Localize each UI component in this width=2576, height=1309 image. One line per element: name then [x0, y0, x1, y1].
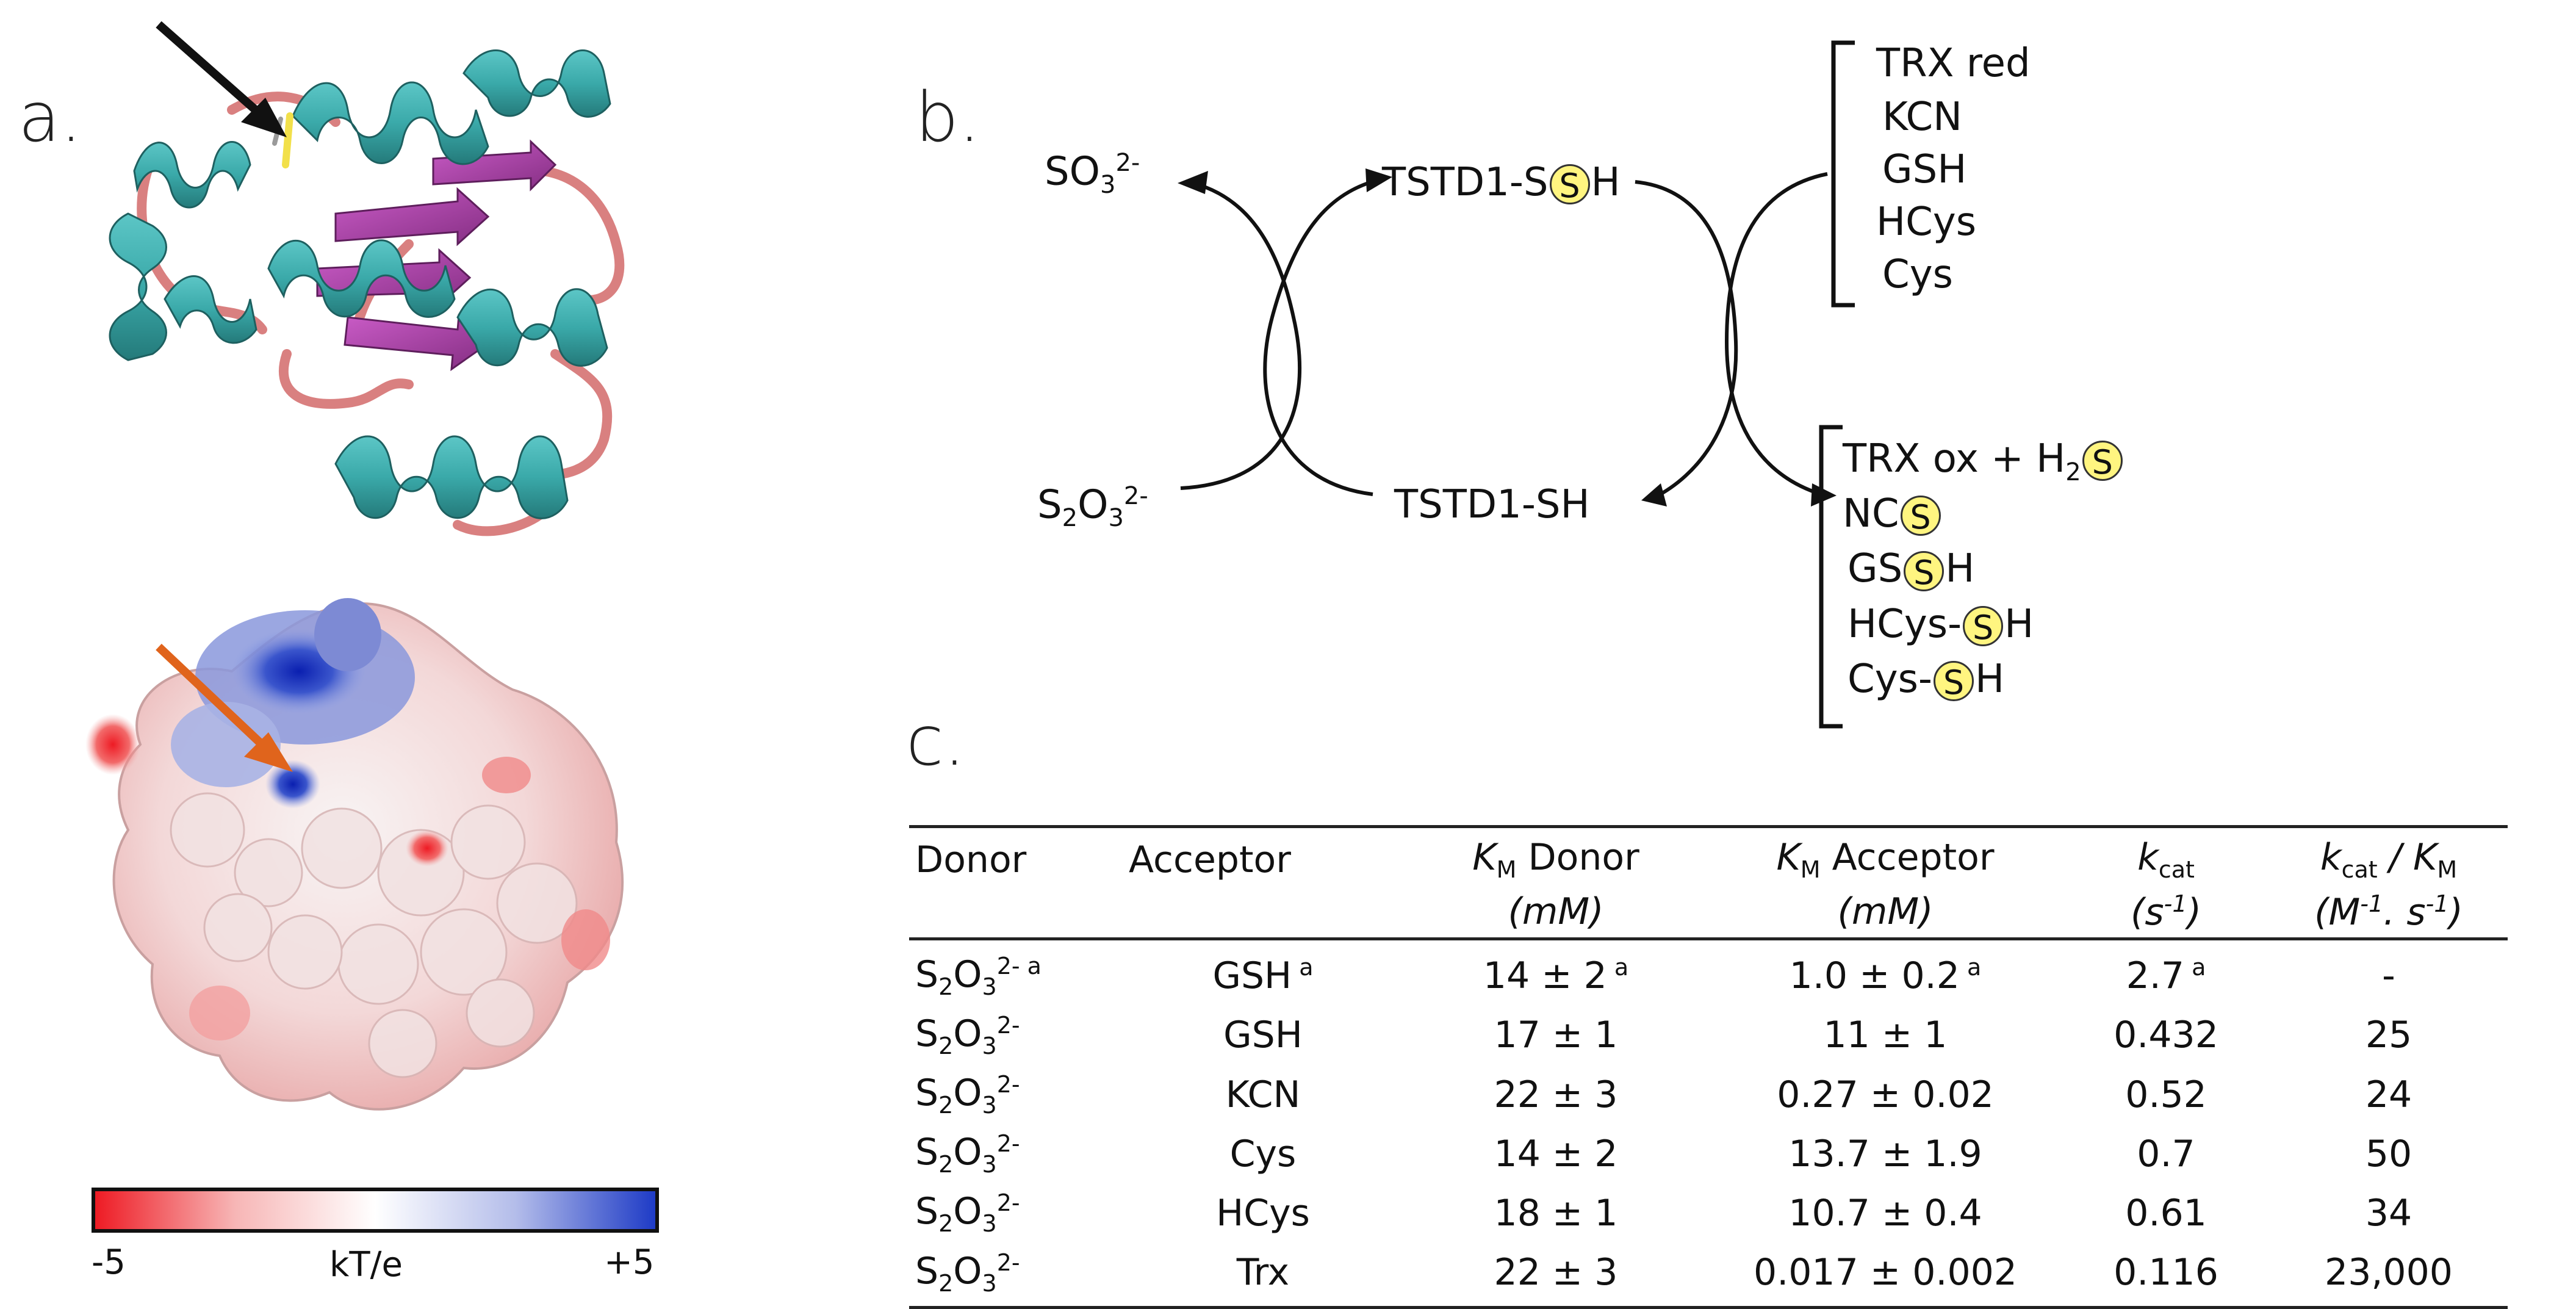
cell-kcat: 0.61 [2125, 1192, 2207, 1235]
acceptor-item: Cys [1882, 252, 1953, 297]
sulfane-sulfur-badge: S [1549, 164, 1590, 205]
cell-km-donor: 22 ± 3 [1494, 1073, 1618, 1116]
cell-km-acceptor: 0.27 ± 0.02 [1777, 1073, 1994, 1116]
active-site-arrow-black [156, 21, 287, 137]
tstd1-thiol: TSTD1-SH [1394, 482, 1590, 527]
col-header-donor: Donor [915, 838, 1027, 881]
cell-acceptor: GSH [1223, 1014, 1303, 1057]
cell-km-donor: 14 ± 2 a [1483, 954, 1629, 998]
cell-kcat-km: 23,000 [2270, 1242, 2508, 1309]
panel-label-b: b. [915, 78, 980, 157]
cell-kcat: 0.116 [2062, 1242, 2270, 1309]
col-header-kcat: kcat [2137, 836, 2195, 883]
cell-acceptor: GSH a [1212, 954, 1314, 998]
cell-kcat: 0.52 [2125, 1073, 2207, 1116]
sulfane-sulfur-badge: S [2082, 441, 2123, 481]
cell-donor: S2O32- [915, 1189, 1020, 1238]
scale-max-label: +5 [604, 1242, 655, 1282]
table-row: S2O32- KCN 22 ± 3 0.27 ± 0.02 0.52 24 [909, 1065, 2508, 1124]
cell-km-donor: 17 ± 1 [1494, 1014, 1618, 1057]
table-row: S2O32- GSH 17 ± 1 11 ± 1 0.432 25 [909, 1006, 2508, 1065]
acceptor-item: GSH [1882, 147, 1967, 192]
cell-km-acceptor: 11 ± 1 [1823, 1014, 1948, 1057]
col-header-km-acceptor: KM Acceptor [1776, 836, 1995, 883]
acceptor-item: KCN [1882, 95, 1963, 140]
unit-km-acceptor: (mM) [1708, 887, 2062, 940]
table-row: S2O32- Cys 14 ± 2 13.7 ± 1.9 0.7 50 [909, 1124, 2508, 1183]
cell-km-acceptor: 10.7 ± 0.4 [1788, 1192, 1982, 1235]
cell-km-donor: 22 ± 3 [1403, 1242, 1708, 1309]
sulfane-sulfur-badge: S [1900, 496, 1941, 536]
protein-ribbon-structure [109, 21, 625, 536]
cell-km-donor: 14 ± 2 [1494, 1132, 1618, 1175]
kinetics-table: Donor Acceptor KM Donor KM Acceptor kcat… [909, 825, 2508, 1309]
acceptor-list: TRX red KCN GSH HCys Cys [1876, 44, 2031, 294]
cell-donor: S2O32- [909, 1242, 1123, 1309]
footnote-mark: a [2184, 954, 2206, 981]
cell-kcat-km: 34 [2365, 1192, 2412, 1235]
footnote-mark: a [1292, 954, 1314, 981]
cell-km-donor: 18 ± 1 [1494, 1192, 1618, 1235]
col-header-acceptor: Acceptor [1129, 838, 1291, 881]
sulfite: SO32- [1045, 149, 1140, 200]
cell-kcat-km: 25 [2365, 1014, 2412, 1057]
cell-donor: S2O32- [915, 1071, 1020, 1119]
cell-kcat-km: 50 [2365, 1132, 2412, 1175]
cell-kcat: 0.432 [2114, 1014, 2218, 1057]
cell-kcat: 0.7 [2137, 1132, 2195, 1175]
table-row: S2O32- a GSH a 14 ± 2 a 1.0 ± 0.2 a 2.7 a - [909, 939, 2508, 1006]
panel-label-c: c. [906, 702, 966, 781]
cell-acceptor: KCN [1225, 1073, 1301, 1116]
cell-acceptor: Trx [1123, 1242, 1403, 1309]
cell-acceptor: HCys [1216, 1192, 1310, 1235]
cell-km-acceptor: 13.7 ± 1.9 [1788, 1132, 1982, 1175]
col-header-km-donor: KM Donor [1472, 836, 1639, 883]
potential-scale-bar [92, 1188, 659, 1233]
sulfane-sulfur-badge: S [1934, 661, 1974, 702]
electrostatic-surface [85, 598, 624, 1111]
table-row: S2O32- HCys 18 ± 1 10.7 ± 0.4 0.61 34 [909, 1183, 2508, 1242]
footnote-mark: a [1606, 954, 1629, 981]
acceptor-item: TRX red [1876, 41, 2031, 86]
acceptor-item: HCys [1876, 200, 1977, 245]
cell-kcat: 2.7 a [2126, 954, 2206, 998]
unit-km-donor: (mM) [1403, 887, 1708, 940]
footnote-mark: a [1020, 952, 1042, 979]
sulfane-sulfur-badge: S [1904, 550, 1945, 592]
cell-donor: S2O32- [915, 1011, 1020, 1059]
reaction-arrows [1178, 40, 1855, 729]
thiosulfate: S2O32- [1037, 482, 1148, 533]
footnote-mark: a [1959, 954, 1982, 981]
panel-label-a: a. [18, 78, 82, 157]
cell-donor: S2O32- [915, 1130, 1020, 1178]
cell-donor: S2O32- a [915, 952, 1042, 1000]
active-site-arrow-orange [156, 643, 293, 772]
cell-km-acceptor: 0.017 ± 0.002 [1708, 1242, 2062, 1309]
cell-acceptor: Cys [1229, 1132, 1297, 1175]
sulfane-sulfur-badge: S [1963, 606, 2004, 647]
cell-kcat-km: 24 [2365, 1073, 2412, 1116]
cell-kcat-km: - [2382, 954, 2395, 998]
scale-min-label: -5 [92, 1242, 126, 1282]
unit-kcat-km: (M-1. s-1) [2270, 887, 2508, 940]
scale-unit-label: kT/e [329, 1245, 403, 1285]
cell-km-acceptor: 1.0 ± 0.2 a [1789, 954, 1982, 998]
col-header-kcat-km: kcat / KM [2320, 836, 2458, 883]
unit-kcat: (s-1) [2062, 887, 2270, 940]
